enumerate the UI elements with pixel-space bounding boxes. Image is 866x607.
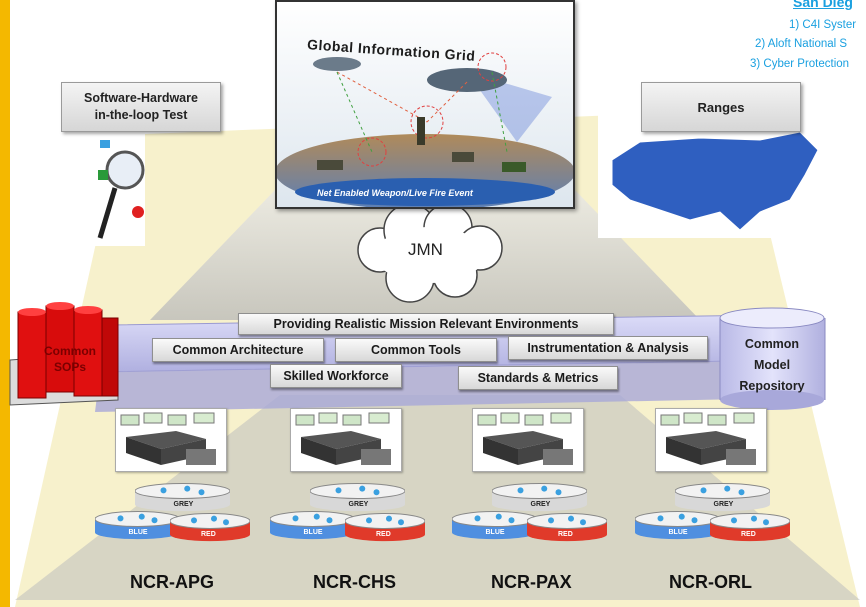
site-label: NCR-CHS (313, 572, 396, 592)
red-network-disk: RED (169, 512, 251, 542)
san-diego-title[interactable]: San Dieg (793, 0, 853, 10)
blue-network-disk: BLUE (451, 510, 538, 540)
site-label: NCR-PAX (491, 572, 572, 592)
sops-drums (17, 302, 119, 399)
gig-illustration (277, 2, 573, 207)
site-server-image (290, 408, 402, 472)
san-diego-item: 2) Aloft National S (755, 38, 848, 50)
site-server-image (472, 408, 584, 472)
san-diego-item: 3) Cyber Protection (750, 58, 850, 70)
sops-label: Common SOPs (44, 343, 96, 375)
site-server-image (115, 408, 227, 472)
usa-map (611, 131, 819, 231)
red-disk-label: RED (376, 530, 391, 538)
red-disk-label: RED (741, 530, 756, 538)
jmn-cloud (357, 203, 503, 303)
red-network-disk: RED (526, 512, 608, 542)
capability-standards-metrics: Standards & Metrics (458, 366, 618, 390)
site-server-image (655, 408, 767, 472)
blue-disk-label: BLUE (128, 528, 148, 536)
blue-network-disk: BLUE (269, 510, 356, 540)
repository-line: Common (744, 337, 800, 351)
blue-disk-label: BLUE (485, 528, 505, 536)
gig-image-panel: Global Information Grid Net Enabled Weap… (275, 0, 575, 209)
repository-label: Common Model Repository (722, 334, 822, 397)
red-network-disk: RED (344, 512, 426, 542)
grey-network-disk: GREY (491, 482, 588, 512)
capability-common-tools: Common Tools (335, 338, 497, 362)
san-diego-item: 1) C4I Syster (789, 19, 857, 31)
grey-disk-label: GREY (348, 500, 369, 508)
capability-common-architecture: Common Architecture (152, 338, 324, 362)
sw-hw-line: in-the-loop Test (94, 108, 188, 122)
grey-network-disk: GREY (309, 482, 406, 512)
site-label: NCR-APG (130, 572, 214, 592)
blue-network-disk: BLUE (634, 510, 721, 540)
accent-strip (0, 0, 10, 607)
red-network-disk: RED (709, 512, 791, 542)
grey-disk-label: GREY (530, 500, 551, 508)
capability-top: Providing Realistic Mission Relevant Env… (238, 313, 614, 335)
sw-hw-test-label: Software-Hardware in-the-loop Test (61, 82, 221, 132)
sops-line: Common (44, 344, 96, 358)
blue-network-disk: BLUE (94, 510, 181, 540)
grey-disk-label: GREY (713, 500, 734, 508)
jmn-label: JMN (408, 240, 443, 259)
grey-disk-label: GREY (173, 500, 194, 508)
repository-line: Model (753, 358, 791, 372)
sw-hw-line: Software-Hardware (84, 91, 198, 105)
blue-disk-label: BLUE (668, 528, 688, 536)
repository-line: Repository (739, 379, 805, 393)
red-disk-label: RED (201, 530, 216, 538)
repository-cylinder (719, 307, 826, 410)
capability-instrumentation: Instrumentation & Analysis (508, 336, 708, 360)
ranges-text: Ranges (697, 99, 745, 115)
ranges-label: Ranges (641, 82, 801, 132)
red-disk-label: RED (558, 530, 573, 538)
magnifier-illustration (93, 124, 145, 246)
capability-skilled-workforce: Skilled Workforce (270, 364, 402, 388)
gig-caption: Net Enabled Weapon/Live Fire Event (317, 188, 473, 198)
grey-network-disk: GREY (134, 482, 231, 512)
grey-network-disk: GREY (674, 482, 771, 512)
sops-line: SOPs (53, 360, 86, 374)
blue-disk-label: BLUE (303, 528, 323, 536)
site-label: NCR-ORL (669, 572, 752, 592)
